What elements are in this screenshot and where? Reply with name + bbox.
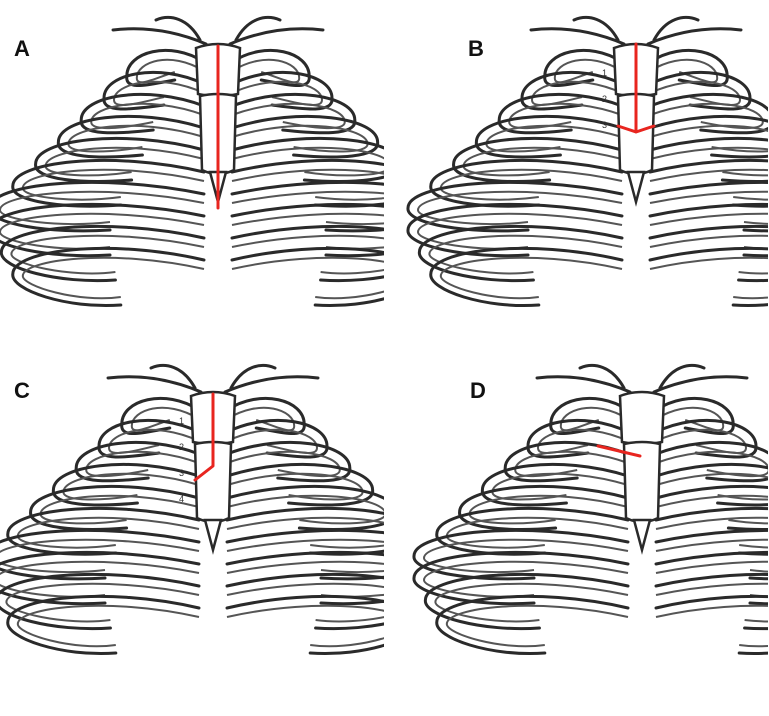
clavicle-right <box>654 377 747 392</box>
panel-d: D <box>384 358 768 716</box>
rib-inner-right <box>232 192 384 224</box>
first-rib-right <box>236 17 280 40</box>
ribcage-diagram <box>0 0 384 358</box>
rib-right <box>227 596 384 653</box>
xiphoid <box>205 520 221 550</box>
rib-number: 3 <box>602 120 607 130</box>
rib-inner-right <box>232 258 384 298</box>
ribcage-diagram: 1 2 3 4 <box>0 358 384 716</box>
rib-number: 1 <box>602 68 607 78</box>
first-rib-right <box>654 17 698 40</box>
xiphoid <box>634 520 650 550</box>
clavicle-right <box>648 29 741 44</box>
clavicle-left <box>108 377 201 392</box>
rib-number: 3 <box>179 468 184 478</box>
clavicle-left <box>537 377 630 392</box>
clavicle-right <box>225 377 318 392</box>
rib-number: 2 <box>179 442 184 452</box>
panel-b: B 123 <box>384 0 768 358</box>
rib-inner-right <box>227 540 384 572</box>
first-rib-right <box>231 365 275 388</box>
clavicle-left <box>531 29 624 44</box>
rib-number: 4 <box>179 494 184 504</box>
rib-inner-right <box>650 258 768 298</box>
rib-number: 1 <box>179 416 184 426</box>
first-rib-right <box>660 365 704 388</box>
xiphoid <box>628 172 644 202</box>
panel-a: A <box>0 0 384 358</box>
first-rib-left <box>156 17 200 40</box>
clavicle-right <box>230 29 323 44</box>
ribcage-diagram: 1 2 3 <box>384 0 768 358</box>
rib-number: 2 <box>602 94 607 104</box>
manubrium <box>620 392 664 444</box>
clavicle-left <box>113 29 206 44</box>
ribcage-diagram <box>384 358 768 716</box>
first-rib-left <box>151 365 195 388</box>
first-rib-left <box>580 365 624 388</box>
rib-inner-right <box>656 606 768 646</box>
first-rib-left <box>574 17 618 40</box>
